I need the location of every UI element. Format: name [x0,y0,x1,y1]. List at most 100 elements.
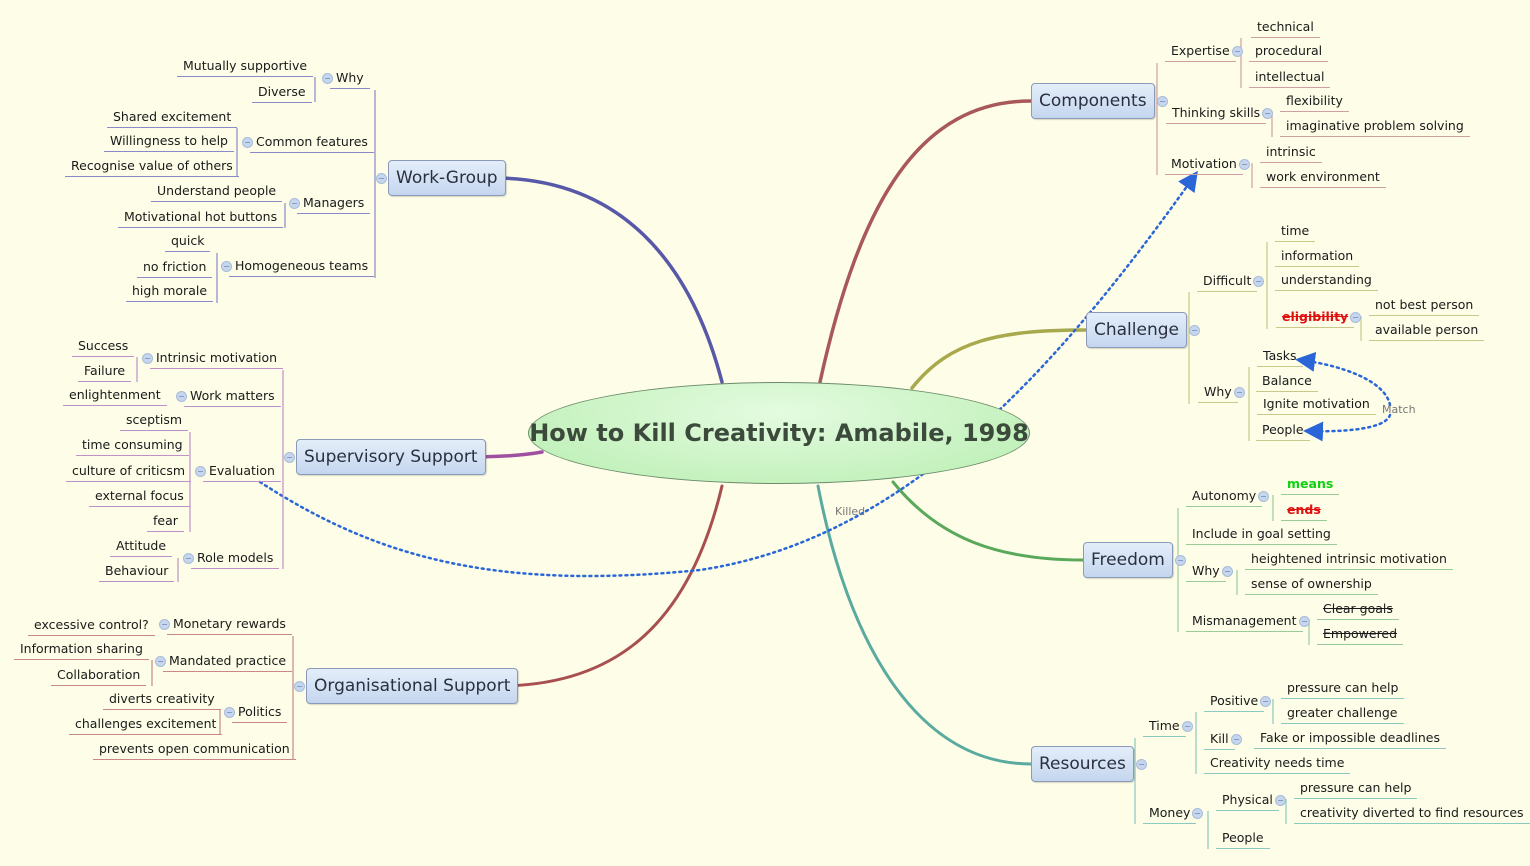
leaf-topic-organisational-mandated-practice-items-1[interactable]: Collaboration [51,667,147,686]
leaf-topic-work-group-managers-items-0[interactable]: Understand people [151,183,283,202]
branch-topic-work-group-label[interactable]: Work-Group [388,160,506,196]
leaf-topic-supervisory-work-matters-items-0[interactable]: enlightenment [63,387,167,406]
leaf-topic-freedom-mismanagement-items-0[interactable]: Clear goals [1317,601,1399,620]
leaf-topic-work-group-why-items-0[interactable]: Mutually supportive [177,58,314,77]
subtopic-freedom-autonomy-label[interactable]: Autonomy [1186,488,1263,507]
leaf-topic-components-motivation-items-1[interactable]: work environment [1260,169,1386,188]
branch-topic-components-label[interactable]: Components [1031,83,1155,119]
collapse-toggle-icon[interactable]: − [1299,616,1310,627]
leaf-topic-supervisory-evaluation-items-4[interactable]: fear [147,513,184,532]
leaf-topic-challenge-difficult-eligibility-items-0[interactable]: not best person [1369,297,1480,316]
leaf-topic-challenge-difficult-eligibility-items-1[interactable]: available person [1369,322,1485,341]
subtopic-organisational-mandated-practice-label[interactable]: Mandated practice [163,653,293,672]
leaf-topic-resources-time-kill-items-0[interactable]: Fake or impossible deadlines [1254,730,1447,749]
collapse-toggle-icon[interactable]: − [242,137,253,148]
subtopic-resources-money-label[interactable]: Money [1143,805,1197,824]
leaf-topic-organisational-politics-items-1[interactable]: challenges excitement [69,716,223,735]
collapse-toggle-icon[interactable]: − [284,452,295,463]
collapse-toggle-icon[interactable]: − [142,353,153,364]
leaf-topic-supervisory-evaluation-items-2[interactable]: culture of criticsm [66,463,192,482]
collapse-toggle-icon[interactable]: − [322,73,333,84]
leaf-topic-components-expertise-items-1[interactable]: procedural [1249,43,1329,62]
collapse-toggle-icon[interactable]: − [1260,696,1271,707]
leaf-topic-work-group-common-features-items-1[interactable]: Willingness to help [104,133,234,152]
collapse-toggle-icon[interactable]: − [1189,325,1200,336]
leaf-topic-components-expertise-items-0[interactable]: technical [1251,19,1320,38]
leaf-topic-resources-time-needs-time[interactable]: Creativity needs time [1204,755,1351,774]
collapse-toggle-icon[interactable]: − [176,391,187,402]
subtopic-organisational-politics-label[interactable]: Politics [232,704,288,723]
collapse-toggle-icon[interactable]: − [195,466,206,477]
leaf-topic-work-group-managers-items-1[interactable]: Motivational hot buttons [118,209,284,228]
leaf-topic-challenge-why-items-3[interactable]: People [1256,422,1310,441]
collapse-toggle-icon[interactable]: − [1175,555,1186,566]
leaf-topic-freedom-autonomy-items-1[interactable]: ends [1281,502,1327,521]
collapse-toggle-icon[interactable]: − [1253,276,1264,287]
leaf-topic-organisational-politics-items-0[interactable]: diverts creativity [103,691,221,710]
leaf-topic-supervisory-role-models-items-1[interactable]: Behaviour [99,563,175,582]
collapse-toggle-icon[interactable]: − [1275,795,1286,806]
collapse-toggle-icon[interactable]: − [1231,734,1242,745]
leaf-topic-supervisory-evaluation-items-1[interactable]: time consuming [76,437,189,456]
branch-topic-supervisory-label[interactable]: Supervisory Support [296,439,486,475]
collapse-toggle-icon[interactable]: − [1232,46,1243,57]
collapse-toggle-icon[interactable]: − [1222,566,1233,577]
collapse-toggle-icon[interactable]: − [155,656,166,667]
subtopic-supervisory-role-models-label[interactable]: Role models [191,550,280,569]
leaf-topic-freedom-goal-setting[interactable]: Include in goal setting [1186,526,1337,545]
collapse-toggle-icon[interactable]: − [1157,96,1168,107]
collapse-toggle-icon[interactable]: − [289,198,300,209]
collapse-toggle-icon[interactable]: − [224,707,235,718]
leaf-topic-freedom-autonomy-items-0[interactable]: means [1281,476,1340,495]
collapse-toggle-icon[interactable]: − [1262,108,1273,119]
leaf-topic-challenge-why-items-2[interactable]: Ignite motivation [1257,396,1376,415]
collapse-toggle-icon[interactable]: − [183,553,194,564]
collapse-toggle-icon[interactable]: − [1192,808,1203,819]
subtopic-freedom-mismanagement-label[interactable]: Mismanagement [1186,613,1303,632]
collapse-toggle-icon[interactable]: − [294,681,305,692]
leaf-topic-challenge-why-items-0[interactable]: Tasks [1257,348,1303,367]
leaf-topic-challenge-why-items-1[interactable]: Balance [1256,373,1318,392]
leaf-topic-work-group-common-features-items-0[interactable]: Shared excitement [107,109,238,128]
subtopic-resources-time-positive-label[interactable]: Positive [1204,693,1265,712]
subtopic-work-group-common-features-label[interactable]: Common features [250,134,374,153]
leaf-topic-supervisory-evaluation-items-3[interactable]: external focus [89,488,190,507]
collapse-toggle-icon[interactable]: − [1239,159,1250,170]
subtopic-supervisory-intrinsic-motivation-label[interactable]: Intrinsic motivation [150,350,284,369]
leaf-topic-work-group-homogeneous-teams-items-1[interactable]: no friction [137,259,213,278]
leaf-topic-organisational-monetary-rewards-items-0[interactable]: excessive control? [28,617,155,636]
subtopic-work-group-why-label[interactable]: Why [330,70,370,89]
subtopic-resources-time-kill-label[interactable]: Kill [1204,731,1235,750]
leaf-topic-freedom-mismanagement-items-1[interactable]: Empowered [1317,626,1404,645]
subtopic-work-group-homogeneous-teams-label[interactable]: Homogeneous teams [229,258,375,277]
central-topic[interactable]: How to Kill Creativity: Amabile, 1998 [528,382,1030,484]
leaf-topic-challenge-difficult-items-1[interactable]: information [1275,248,1360,267]
subtopic-organisational-monetary-rewards-label[interactable]: Monetary rewards [167,616,292,635]
collapse-toggle-icon[interactable]: − [1136,759,1147,770]
collapse-toggle-icon[interactable]: − [1234,387,1245,398]
subtopic-resources-time-label[interactable]: Time [1143,718,1186,737]
collapse-toggle-icon[interactable]: − [376,173,387,184]
leaf-topic-organisational-prevents[interactable]: prevents open communication [93,741,296,760]
subtopic-components-thinking-skills-label[interactable]: Thinking skills [1166,105,1267,124]
subtopic-challenge-difficult-eligibility-label[interactable]: eligibility [1276,309,1355,328]
leaf-topic-work-group-homogeneous-teams-items-2[interactable]: high morale [126,283,214,302]
leaf-topic-work-group-homogeneous-teams-items-0[interactable]: quick [165,233,211,252]
collapse-toggle-icon[interactable]: − [1258,491,1269,502]
subtopic-components-expertise-label[interactable]: Expertise [1165,43,1236,62]
leaf-topic-work-group-common-features-items-2[interactable]: Recognise value of others [65,158,239,177]
branch-topic-freedom-label[interactable]: Freedom [1083,542,1173,578]
collapse-toggle-icon[interactable]: − [1350,312,1361,323]
leaf-topic-components-thinking-skills-items-0[interactable]: flexibility [1280,93,1349,112]
leaf-topic-work-group-why-items-1[interactable]: Diverse [252,84,312,103]
leaf-topic-supervisory-evaluation-items-0[interactable]: sceptism [120,412,189,431]
subtopic-challenge-difficult-label[interactable]: Difficult [1197,273,1258,292]
branch-topic-resources-label[interactable]: Resources [1031,746,1134,782]
collapse-toggle-icon[interactable]: − [159,619,170,630]
subtopic-challenge-why-label[interactable]: Why [1198,384,1238,403]
collapse-toggle-icon[interactable]: − [1182,721,1193,732]
branch-topic-organisational-label[interactable]: Organisational Support [306,668,519,704]
subtopic-resources-money-physical-label[interactable]: Physical [1216,792,1279,811]
leaf-topic-challenge-difficult-items-2[interactable]: understanding [1275,272,1378,291]
leaf-topic-organisational-mandated-practice-items-0[interactable]: Information sharing [14,641,149,660]
